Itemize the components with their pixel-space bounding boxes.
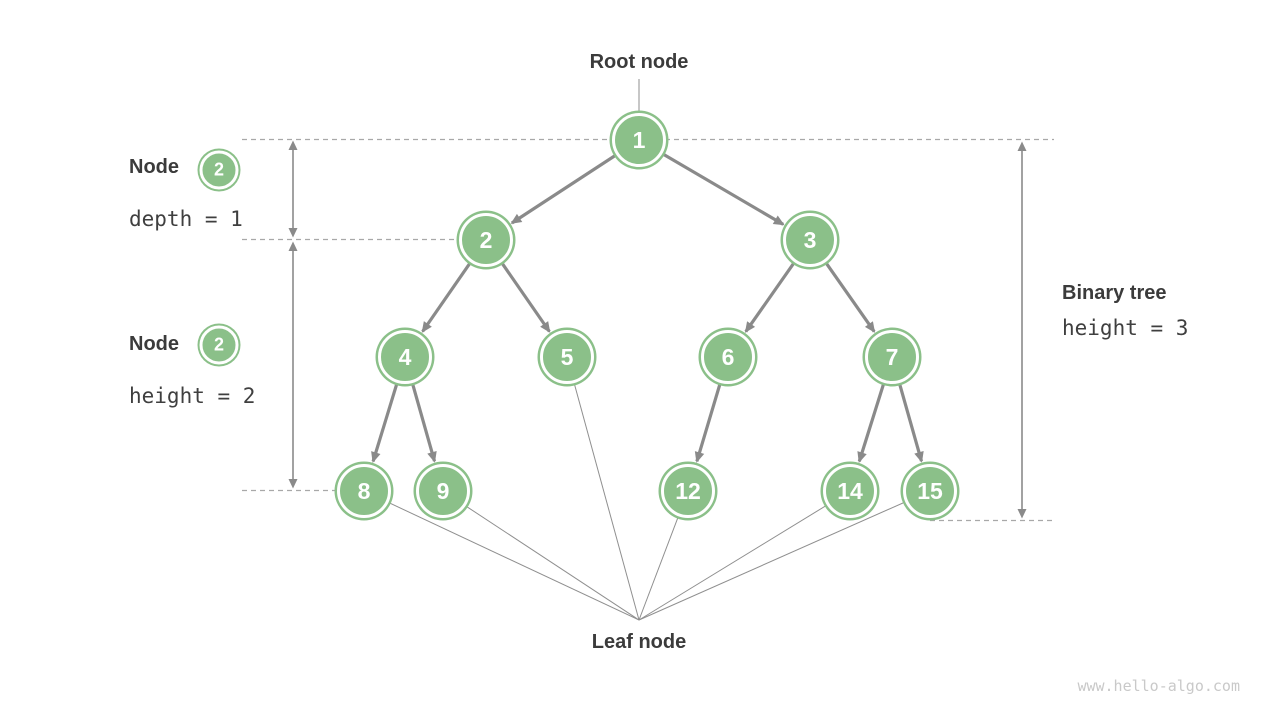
tree-height-formula: height = 3 [1062, 316, 1189, 340]
tree-node-12: 12 [661, 464, 715, 518]
leaf-pointer-line-9 [442, 490, 640, 621]
leaf-node-label: Leaf node [591, 631, 687, 653]
tree-height-arrow-head-top [1017, 141, 1027, 151]
tree-node-6: 6 [701, 330, 755, 384]
leaf-pointer-line-8 [363, 490, 640, 621]
tree-node-8: 8 [337, 464, 391, 518]
tree-edges [371, 138, 924, 463]
root-node-label: Root node [589, 51, 689, 73]
depth-node-label: Node [129, 156, 179, 178]
tree-node-15: 15 [903, 464, 957, 518]
tree-node-1: 1 [612, 113, 666, 167]
depth-arrow-head-top [288, 140, 298, 150]
tree-height-arrow-head-bottom [1017, 509, 1027, 519]
tree-node-9: 9 [416, 464, 470, 518]
measurement-arrows [288, 140, 1027, 519]
depth-arrow-head-bottom [288, 228, 298, 238]
edge-1-3 [638, 138, 785, 226]
tree-node-14: 14 [823, 464, 877, 518]
height-arrow-head-bottom [288, 479, 298, 489]
leaf-pointer-line-14 [638, 490, 851, 621]
leaf-pointer-line-5 [566, 356, 640, 621]
height-arrow-head-top [288, 241, 298, 251]
depth-formula: depth = 1 [129, 207, 243, 231]
leaf-pointer-line-15 [638, 490, 931, 621]
depth-node-badge: 2 [199, 150, 239, 190]
tree-node-4: 4 [378, 330, 432, 384]
height-formula: height = 2 [129, 384, 256, 408]
tree-node-3: 3 [783, 213, 837, 267]
height-node-label: Node [129, 333, 179, 355]
binary-tree-label: Binary tree [1062, 282, 1167, 304]
tree-node-2: 2 [459, 213, 513, 267]
tree-node-7: 7 [865, 330, 919, 384]
tree-node-5: 5 [540, 330, 594, 384]
height-node-badge: 2 [199, 325, 239, 365]
pointer-lines [363, 79, 931, 621]
watermark: www.hello-algo.com [1077, 677, 1240, 695]
